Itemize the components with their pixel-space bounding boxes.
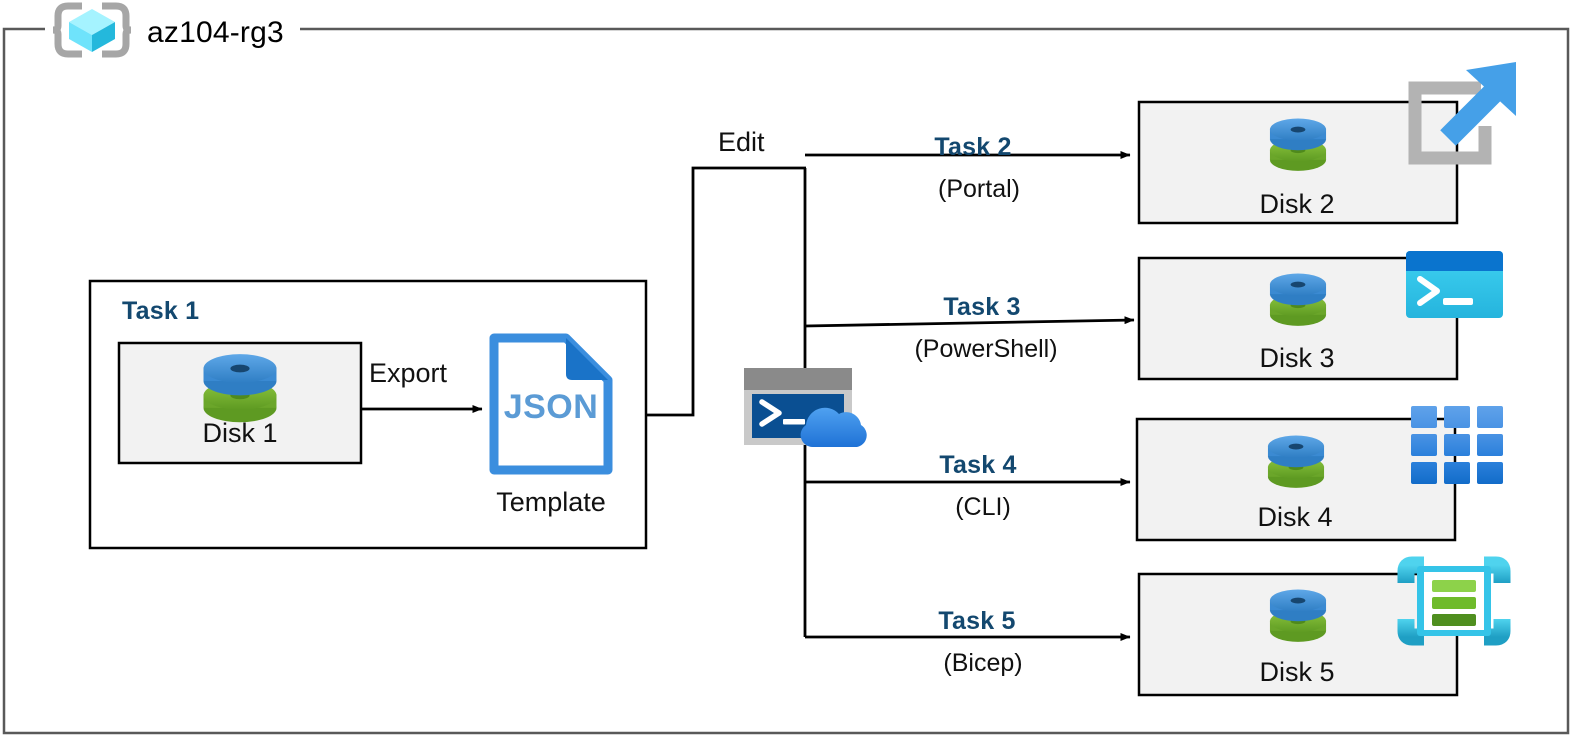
template-caption: Template	[496, 487, 606, 517]
disk4-label: Disk 4	[1257, 502, 1333, 532]
resource-group-border	[2, 27, 1570, 735]
task4-heading: Task 4	[939, 451, 1017, 479]
disk4-managed-disk-icon	[1267, 435, 1325, 488]
disk5-managed-disk-icon	[1269, 589, 1327, 642]
task3-tool-label: (PowerShell)	[914, 335, 1058, 363]
json-file-type-label: JSON	[503, 388, 599, 426]
disk1-label: Disk 1	[202, 418, 278, 448]
disk2-label: Disk 2	[1259, 189, 1335, 219]
resource-group-title: az104-rg3	[147, 16, 284, 49]
disk1-managed-disk-icon	[203, 354, 277, 423]
disk2-box-group	[1137, 100, 1459, 225]
cloud-shell-icon	[744, 368, 867, 448]
disk3-label: Disk 3	[1259, 343, 1335, 373]
task2-tool-label: (Portal)	[938, 175, 1020, 203]
task4-tool-label: (CLI)	[955, 493, 1011, 521]
json-file-icon	[489, 333, 613, 475]
resource-group-cube-icon	[52, 2, 132, 58]
task2-heading: Task 2	[934, 133, 1012, 161]
azure-cli-grid-icon	[1411, 406, 1503, 484]
azure-portal-icon	[1408, 62, 1516, 165]
disk5-label: Disk 5	[1259, 657, 1335, 687]
export-edge-label: Export	[369, 358, 448, 388]
edit-edge-label: Edit	[718, 127, 765, 157]
task5-heading: Task 5	[938, 607, 1016, 635]
powershell-icon	[1406, 251, 1503, 318]
task1-heading: Task 1	[122, 297, 200, 325]
disk3-managed-disk-icon	[1269, 273, 1327, 326]
disk4-box-group	[1135, 417, 1457, 542]
disk3-box-group	[1137, 256, 1459, 381]
bicep-icon	[1397, 556, 1511, 646]
task5-tool-label: (Bicep)	[943, 649, 1023, 677]
disk2-managed-disk-icon	[1269, 118, 1327, 171]
task3-heading: Task 3	[943, 293, 1021, 321]
branch-arrow-task3	[804, 316, 1135, 328]
template-to-trunk-connector	[646, 166, 806, 417]
